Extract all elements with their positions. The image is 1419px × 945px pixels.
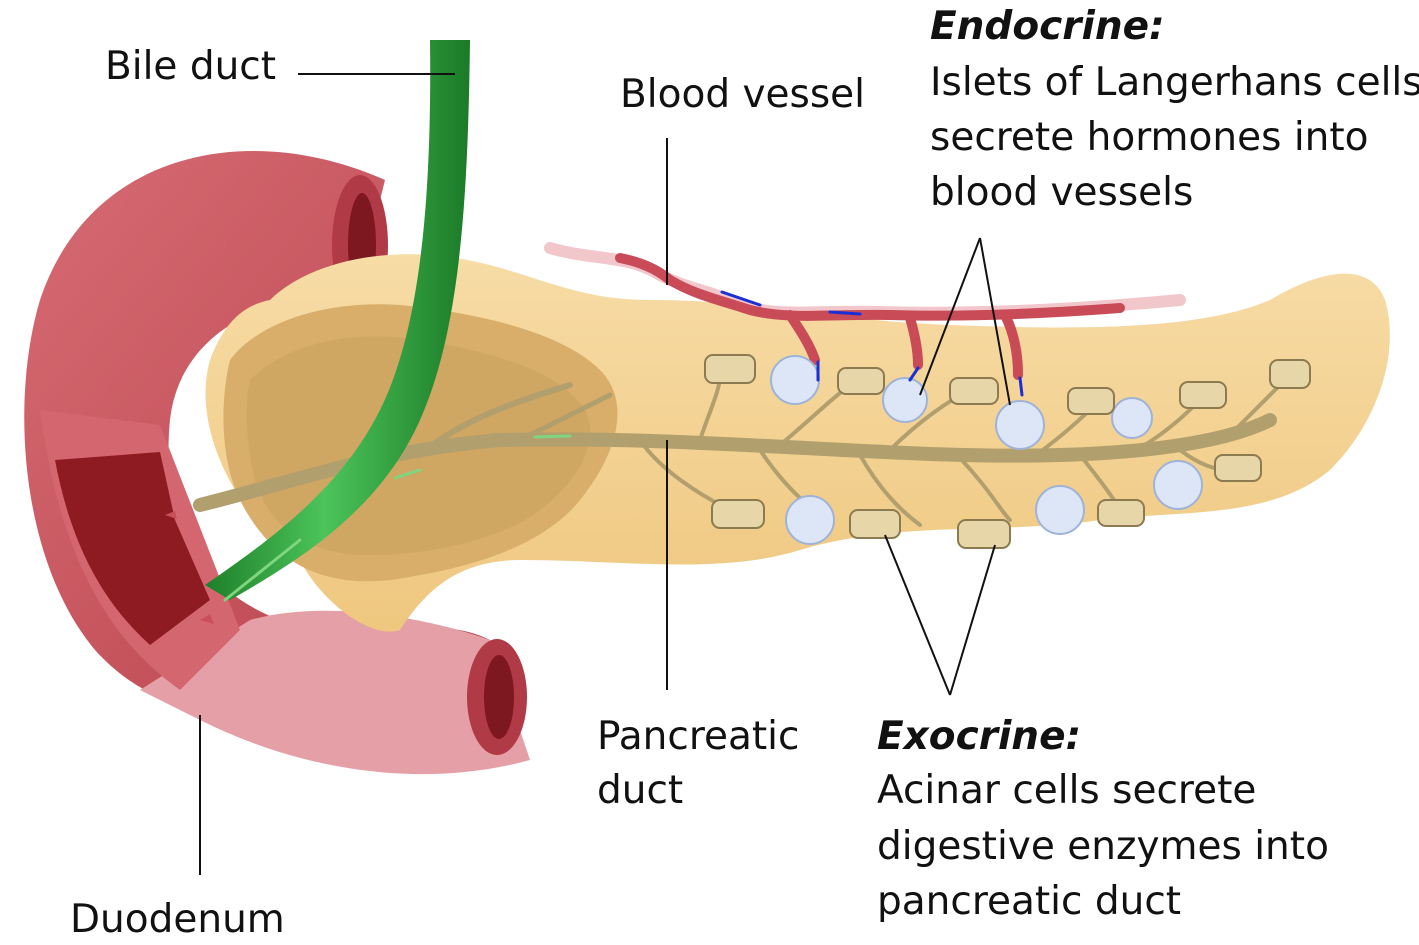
blood-vessel-label: Blood vessel xyxy=(620,70,865,119)
bile-duct-label: Bile duct xyxy=(105,42,276,91)
exocrine-text-line-3: pancreatic duct xyxy=(877,877,1181,926)
endocrine-text-line-1: Islets of Langerhans cells xyxy=(930,58,1419,107)
exocrine-heading: Exocrine: xyxy=(877,712,1081,761)
endocrine-text-line-2: secrete hormones into xyxy=(930,113,1369,162)
pancreatic-duct-label-line-2: duct xyxy=(597,766,683,815)
pancreatic-duct-label-line-1: Pancreatic xyxy=(597,712,799,761)
endocrine-heading: Endocrine: xyxy=(930,2,1165,51)
endocrine-text-line-3: blood vessels xyxy=(930,168,1193,217)
duodenum-label: Duodenum xyxy=(70,895,285,944)
exocrine-text-line-2: digestive enzymes into xyxy=(877,822,1329,871)
exocrine-text-line-1: Acinar cells secrete xyxy=(877,766,1256,815)
